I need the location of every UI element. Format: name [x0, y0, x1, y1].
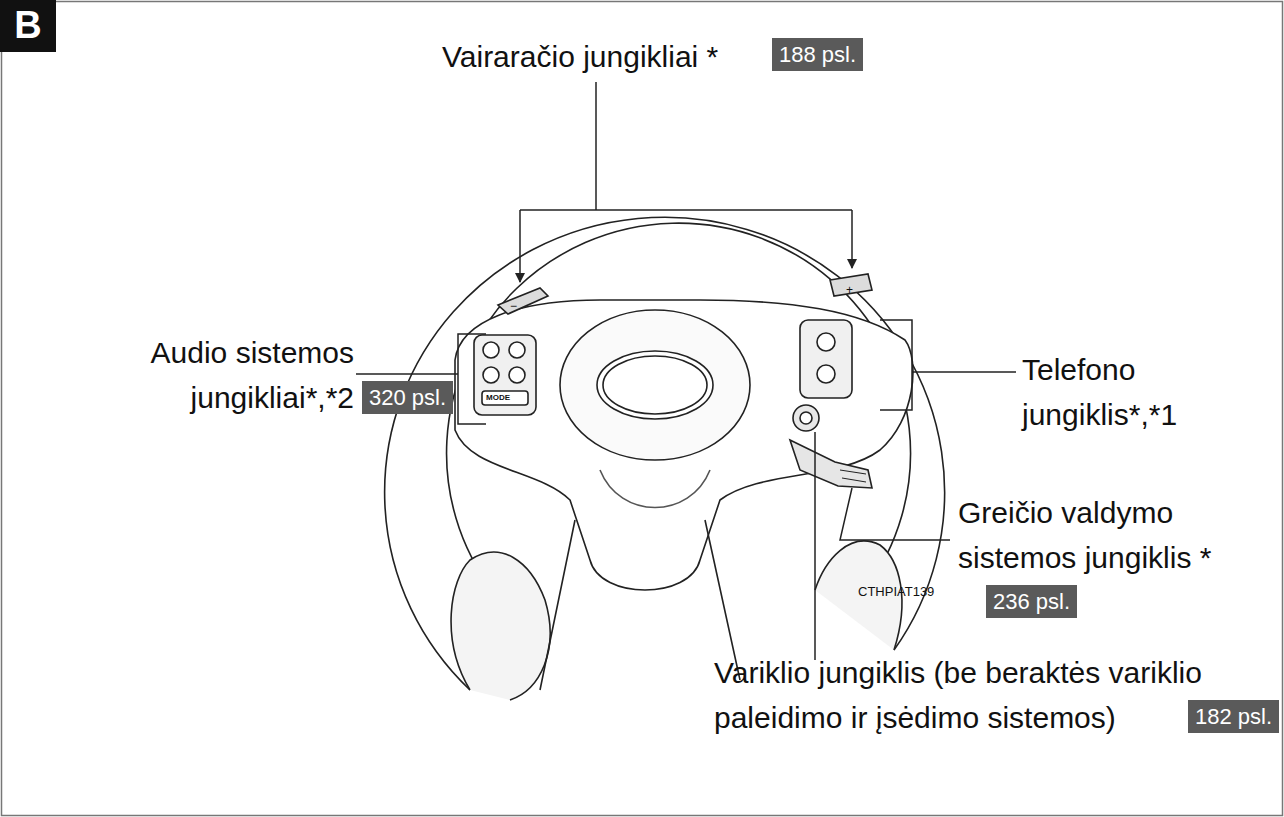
callout-label: Greičio valdymo sistemos jungiklis * — [958, 490, 1220, 580]
leader-line — [912, 371, 1016, 373]
button-text: MODE — [486, 393, 510, 403]
audio-button — [509, 367, 525, 383]
bracket — [458, 334, 486, 424]
telephone-button — [817, 365, 835, 383]
leader-arrow — [851, 210, 853, 268]
leader-line — [814, 432, 816, 660]
leader-lines — [356, 82, 1016, 660]
audio-button — [483, 367, 499, 383]
paddle-sign: − — [510, 300, 517, 313]
bottom-spoke — [540, 520, 740, 690]
telephone-button — [817, 333, 835, 351]
callout-label: Vairaračio jungikliai * — [442, 34, 772, 79]
emblem — [597, 351, 713, 419]
paddle-left — [498, 288, 548, 314]
cruise-control-stalk — [790, 440, 872, 488]
section-letter-box: B — [0, 0, 56, 52]
node-text: B — [14, 4, 41, 48]
leader-line — [840, 488, 950, 540]
page-ref-box: 236 psl. — [986, 585, 1077, 618]
node-text: 320 psl. — [369, 385, 446, 410]
page-ref-box: 188 psl. — [772, 38, 863, 71]
stalk-detail — [840, 470, 866, 482]
bracket — [880, 320, 912, 410]
emblem-inner — [603, 356, 707, 414]
hub-plate — [455, 300, 913, 590]
grip-left — [451, 552, 550, 700]
leader-line — [356, 373, 458, 375]
mode-button — [482, 391, 528, 405]
wheel — [385, 217, 945, 700]
leader-arrow — [519, 210, 521, 282]
page-ref-box: 320 psl. — [362, 381, 453, 414]
figure-code: CTHPIAT139 — [858, 582, 934, 602]
paddle-sign: + — [846, 284, 853, 297]
column-shroud — [600, 470, 710, 508]
key-slot — [800, 412, 812, 424]
airbag-pad — [560, 310, 750, 460]
node-text: 236 psl. — [993, 589, 1070, 614]
node-text: 182 psl. — [1195, 704, 1272, 729]
ignition-cylinder — [793, 405, 819, 431]
leader-line — [595, 82, 597, 210]
node-text: 188 psl. — [779, 42, 856, 67]
page-ref-box: 182 psl. — [1188, 700, 1279, 733]
audio-switch-pad — [474, 335, 536, 415]
callout-label: Telefono jungiklis*,*1 — [1022, 347, 1252, 437]
telephone-switch-pad — [800, 320, 852, 398]
callout-label: Variklio jungiklis (be beraktės variklio… — [714, 650, 1276, 740]
audio-button — [509, 342, 525, 358]
callout-label: Audio sistemos jungikliai*,*2 — [14, 330, 354, 420]
leader-line — [520, 209, 852, 211]
audio-button — [483, 342, 499, 358]
